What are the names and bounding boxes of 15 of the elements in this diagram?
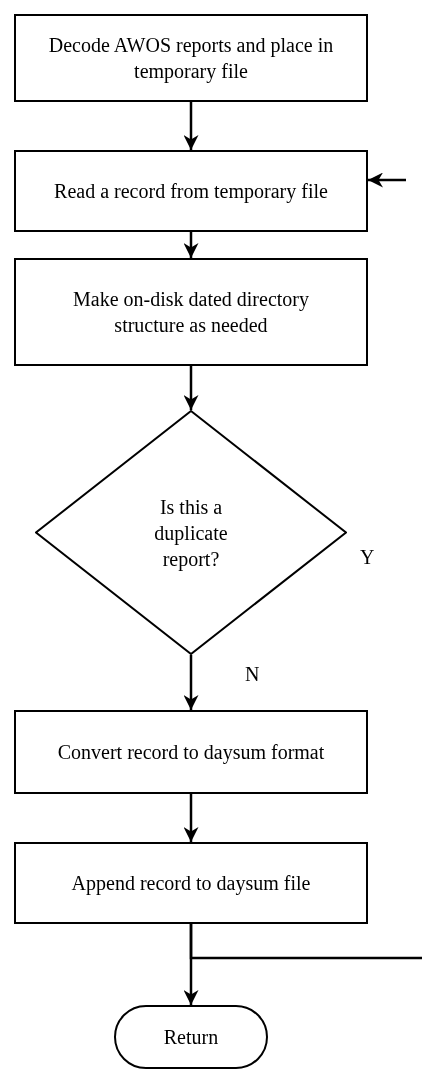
arrow [368, 172, 406, 188]
process-box: Decode AWOS reports and place in temporary file [14, 14, 368, 102]
arrow [183, 655, 199, 710]
arrow [183, 102, 199, 150]
branch-label: Y [360, 546, 375, 569]
process-box: Append record to daysum file [14, 842, 368, 924]
process-box: Convert record to daysum format [14, 710, 368, 794]
process-box: Read a record from temporary file [14, 150, 368, 232]
terminator-box: Return [114, 1005, 268, 1069]
decision-text: Is this a duplicate report? [153, 494, 229, 572]
process-box: Make on-disk dated directory structure as needed [14, 258, 368, 366]
edge-label: N [245, 663, 260, 686]
arrow [183, 794, 199, 842]
arrow [183, 232, 199, 258]
arrow [183, 366, 199, 410]
